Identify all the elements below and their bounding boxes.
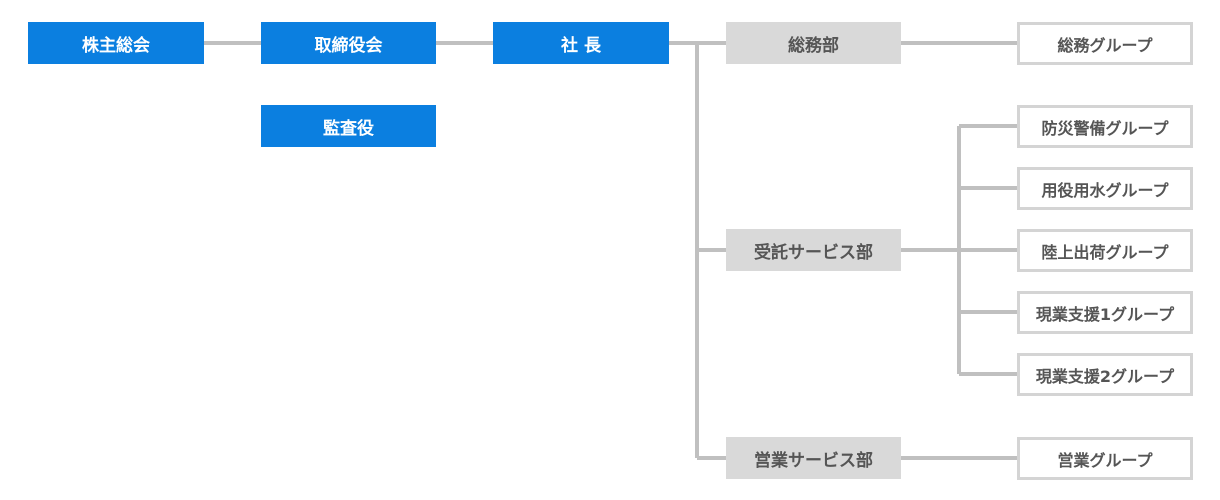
label-disaster-security-group: 防災警備グループ xyxy=(1041,118,1169,138)
box-shareholders-meeting: 株主総会 xyxy=(28,22,204,64)
box-disaster-security-group: 防災警備グループ xyxy=(1017,105,1193,148)
box-general-affairs-group: 総務グループ xyxy=(1017,22,1193,65)
label-consignment-services-dept: 受託サービス部 xyxy=(754,242,873,263)
label-board-of-directors: 取締役会 xyxy=(314,35,383,56)
box-sales-services-dept: 営業サービス部 xyxy=(726,437,901,479)
box-president: 社 長 xyxy=(493,22,669,64)
label-land-shipping-group: 陸上出荷グループ xyxy=(1041,242,1169,262)
label-president: 社 長 xyxy=(561,35,601,56)
label-sales-group: 営業グループ xyxy=(1057,450,1153,470)
label-general-affairs-dept: 総務部 xyxy=(788,35,839,56)
box-board-of-directors: 取締役会 xyxy=(261,22,436,64)
label-sales-services-dept: 営業サービス部 xyxy=(754,450,873,471)
box-consignment-services-dept: 受託サービス部 xyxy=(726,229,901,271)
label-auditor: 監査役 xyxy=(323,118,374,139)
label-shareholders-meeting: 株主総会 xyxy=(82,35,150,56)
box-auditor: 監査役 xyxy=(261,105,436,147)
box-land-shipping-group: 陸上出荷グループ xyxy=(1017,229,1193,272)
box-field-support-1-group: 現業支援1グループ xyxy=(1017,291,1193,334)
label-utility-water-group: 用役用水グループ xyxy=(1041,180,1169,200)
box-field-support-2-group: 現業支援2グループ xyxy=(1017,353,1193,396)
label-general-affairs-group: 総務グループ xyxy=(1057,35,1153,55)
box-general-affairs-dept: 総務部 xyxy=(726,22,901,64)
label-field-support-1-group: 現業支援1グループ xyxy=(1035,304,1175,324)
label-field-support-2-group: 現業支援2グループ xyxy=(1035,366,1175,386)
box-sales-group: 営業グループ xyxy=(1017,437,1193,480)
box-utility-water-group: 用役用水グループ xyxy=(1017,167,1193,210)
